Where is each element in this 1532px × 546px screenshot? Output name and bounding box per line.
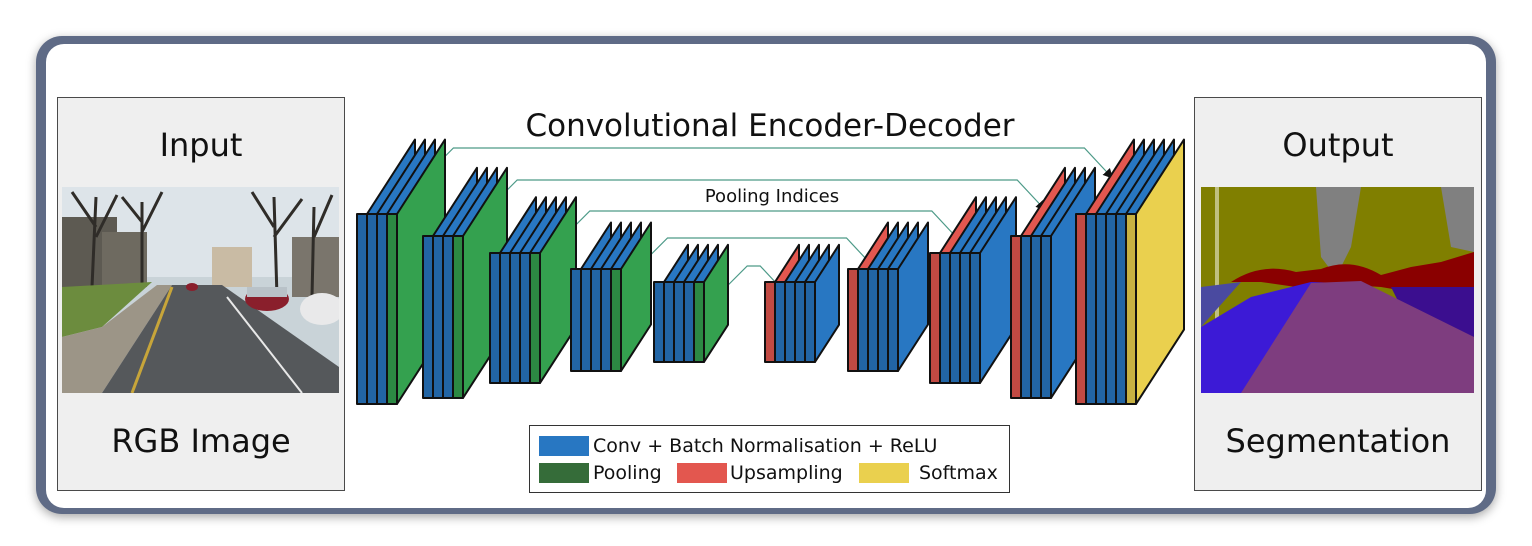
- legend-swatch-conv: [539, 436, 589, 456]
- slab-front-conv: [939, 252, 951, 384]
- slab-front-conv: [1030, 235, 1042, 399]
- slab-front-conv: [784, 281, 796, 363]
- slab-front-conv: [499, 252, 511, 384]
- pooling-indices-label: Pooling Indices: [704, 186, 840, 207]
- slab-front-up: [1010, 235, 1022, 399]
- slab-front-conv: [683, 281, 695, 363]
- slab-front-conv: [794, 281, 806, 363]
- legend-swatch-softmax: [859, 463, 909, 483]
- slab-front-pool: [610, 268, 622, 372]
- input-panel: Input RGB Image: [57, 97, 345, 491]
- slab-side-pool: [620, 221, 652, 372]
- slab-front-conv: [959, 252, 971, 384]
- slab-front-conv: [519, 252, 531, 384]
- slab-front-conv: [570, 268, 582, 372]
- legend-label-pooling: Pooling: [593, 462, 662, 484]
- slab-front-conv: [1115, 213, 1127, 405]
- slab-front-conv: [509, 252, 521, 384]
- output-segmentation-image: [1201, 187, 1474, 393]
- legend-label-softmax: Softmax: [919, 462, 998, 484]
- legend-label-upsampling: Upsampling: [730, 462, 843, 484]
- slab-front-conv: [432, 235, 444, 399]
- slab-front-conv: [653, 281, 665, 363]
- slab-front-conv: [804, 281, 816, 363]
- slab-front-conv: [969, 252, 981, 384]
- input-rgb-image: [62, 187, 339, 393]
- slab-front-conv: [673, 281, 685, 363]
- layer-block-dec5: [764, 243, 840, 363]
- slab-front-conv: [1020, 235, 1032, 399]
- legend-swatch-upsampling: [677, 463, 727, 483]
- slab-front-pool: [529, 252, 541, 384]
- slab-front-conv: [1040, 235, 1052, 399]
- slab-front-conv: [1095, 213, 1107, 405]
- slab-front-pool: [386, 213, 398, 405]
- output-panel: Output Segmentation: [1194, 97, 1482, 491]
- layer-block-enc5: [653, 243, 729, 363]
- slab-front-conv: [422, 235, 434, 399]
- layer-block-dec3: [929, 196, 1017, 384]
- slab-front-conv: [580, 268, 592, 372]
- input-caption: RGB Image: [111, 422, 291, 460]
- slab-front-conv: [366, 213, 378, 405]
- slab-side-soft: [1135, 138, 1185, 405]
- slab-front-conv: [600, 268, 612, 372]
- slab-front-pool: [452, 235, 464, 399]
- slab-front-pool: [693, 281, 705, 363]
- output-title: Output: [1282, 126, 1394, 164]
- layer-block-enc3: [489, 196, 577, 384]
- slab-front-up: [929, 252, 941, 384]
- layer-block-dec1: [1075, 138, 1185, 405]
- slab-front-conv: [1105, 213, 1117, 405]
- slab-front-conv: [877, 268, 889, 372]
- legend-label-conv: Conv + Batch Normalisation + ReLU: [593, 435, 938, 457]
- pooling-indices-arrow-1: [422, 147, 1114, 179]
- slab-front-conv: [489, 252, 501, 384]
- legend: Conv + Batch Normalisation + ReLU Poolin…: [529, 425, 1010, 493]
- slab-front-conv: [774, 281, 786, 363]
- output-caption: Segmentation: [1225, 422, 1451, 460]
- slab-front-soft: [1125, 213, 1137, 405]
- slab-side-conv: [814, 243, 840, 363]
- input-title: Input: [159, 126, 243, 164]
- slab-front-conv: [949, 252, 961, 384]
- slab-front-conv: [887, 268, 899, 372]
- slab-front-conv: [356, 213, 368, 405]
- slab-front-conv: [1085, 213, 1097, 405]
- slab-front-up: [764, 281, 776, 363]
- slab-front-conv: [590, 268, 602, 372]
- slab-side-conv: [897, 221, 929, 372]
- layer-block-dec4: [847, 221, 929, 372]
- slab-front-conv: [376, 213, 388, 405]
- pooling-indices-arrow-4: [637, 237, 876, 269]
- slab-front-conv: [857, 268, 869, 372]
- layer-block-enc4: [570, 221, 652, 372]
- slab-front-conv: [442, 235, 454, 399]
- slab-side-pool: [703, 243, 729, 363]
- legend-swatch-pooling: [539, 463, 589, 483]
- slab-front-up: [847, 268, 859, 372]
- slab-front-up: [1075, 213, 1087, 405]
- slab-front-conv: [867, 268, 879, 372]
- layer-block-enc1: [356, 138, 446, 405]
- network-title: Convolutional Encoder-Decoder: [525, 108, 1015, 144]
- slab-front-conv: [663, 281, 675, 363]
